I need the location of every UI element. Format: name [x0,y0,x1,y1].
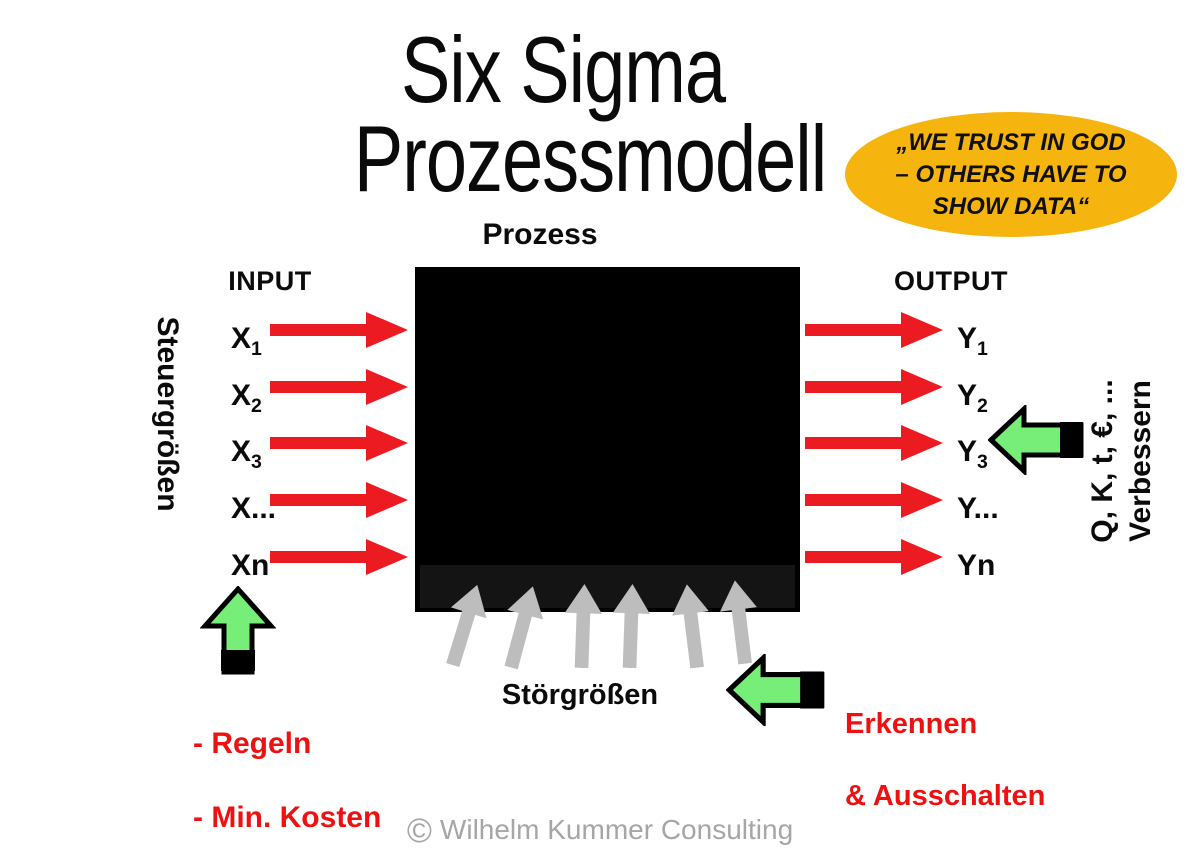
footer-text: Wilhelm Kummer Consulting [439,814,794,845]
control-note-line-1: - Regeln [193,727,312,760]
input-arrow-icon [270,482,408,518]
title-line-2: Prozessmodell [353,106,827,212]
control-variables-vertical-label: Steuergrößen [151,316,184,512]
disturbance-arrow-icon [564,584,602,669]
process-box [415,267,800,612]
input-label-xn: Xn [231,549,270,582]
output-label-yn: Yn [957,549,996,582]
control-note-line-2: - Min. Kosten [193,801,382,834]
output-arrow-icon [805,369,943,405]
disturbance-note-line-1: Erkennen [845,708,978,740]
quote-line-2: – OTHERS HAVE TO [895,160,1127,188]
output-arrow-icon [805,482,943,518]
improve-label-line-1: Q, K, t, €, ... [1086,379,1119,543]
control-note: - Regeln - Min. Kosten [193,688,381,858]
output-header: OUTPUT [894,266,1008,296]
output-arrow-icon [805,539,943,575]
input-label-xdots: X... [231,492,277,525]
input-label-x1: X1 [231,322,262,360]
input-arrow-icon [270,425,408,461]
quote-line-1: „WE TRUST IN GOD [896,128,1126,156]
disturbance-label: Störgrößen [501,679,659,711]
process-label: Prozess [482,218,598,251]
output-label-y1: Y1 [957,322,988,360]
disturbance-arrow-icon [672,584,709,669]
page-title: Six Sigma Prozessmodell [240,23,940,212]
improve-vertical-label: Q, K, t, €, ... Verbessern [1084,341,1160,581]
output-label-ydots: Y... [957,492,999,525]
output-label-y3: Y3 [957,435,988,473]
disturbance-arrow-icon [504,586,544,670]
input-arrow-icon [270,539,408,575]
input-arrow-icon [270,369,408,405]
disturbance-arrow-icon [446,584,487,668]
output-arrow-icon [805,425,943,461]
title-line-1: Six Sigma [400,17,726,123]
control-up-arrow-icon [200,586,276,675]
disturbance-left-arrow-icon [726,654,825,726]
input-header: INPUT [228,266,312,296]
disturbance-note-line-2: & Ausschalten [845,780,1046,812]
input-label-x2: X2 [231,379,262,417]
quote-line-3: SHOW DATA“ [932,192,1090,220]
footer-copyright: ©Wilhelm Kummer Consulting [0,812,1200,851]
output-arrow-icon [805,312,943,348]
output-label-y2: Y2 [957,379,988,417]
quote-badge: „WE TRUST IN GOD – OTHERS HAVE TO SHOW D… [845,112,1177,237]
improve-label-line-2: Verbessern [1124,380,1157,542]
input-label-x3: X3 [231,435,262,473]
input-arrow-icon [270,312,408,348]
improve-left-arrow-icon [988,405,1084,475]
disturbance-arrow-icon [720,580,757,665]
disturbance-arrow-icon [612,584,650,669]
copyright-icon: © [406,812,432,850]
disturbance-note: Erkennen & Ausschalten [845,670,1045,850]
